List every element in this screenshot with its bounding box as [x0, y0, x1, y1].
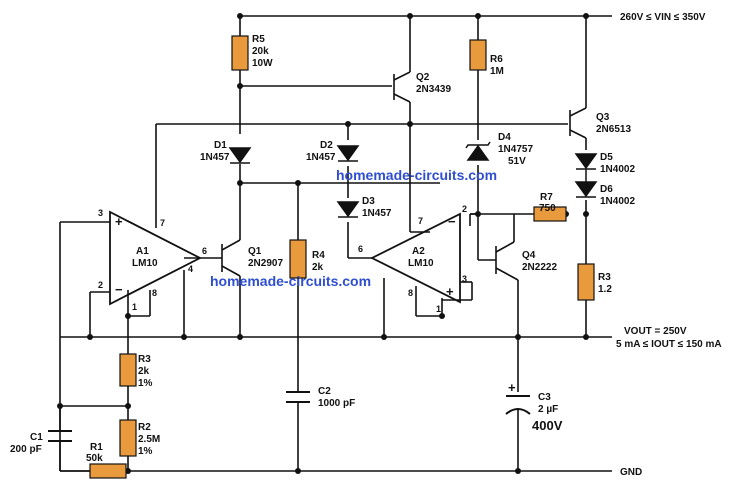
r1-val: 50k — [86, 453, 103, 464]
resistor-r5 — [231, 35, 249, 71]
diode-d5 — [574, 153, 598, 170]
diode-d2 — [336, 145, 360, 162]
resistor-r7 — [533, 206, 567, 222]
q2-part: 2N3439 — [416, 84, 451, 95]
r3-sense-val: 1.2 — [598, 284, 612, 295]
d4-ref: D4 — [498, 132, 511, 143]
cap-c3-plate2 — [505, 408, 531, 415]
d2-ref: D2 — [320, 140, 333, 151]
c3-plus: + — [508, 380, 516, 395]
r6-val: 1M — [490, 66, 504, 77]
d4-part: 1N4757 — [498, 144, 533, 155]
a1-pin7: 7 — [160, 218, 165, 228]
d6-ref: D6 — [600, 184, 613, 195]
diode-d3 — [336, 201, 360, 218]
r2-ref: R2 — [138, 422, 151, 433]
resistor-r2 — [119, 419, 137, 457]
a1-part: LM10 — [132, 258, 158, 269]
q3-ref: Q3 — [596, 112, 610, 123]
a1-pin4: 4 — [188, 264, 193, 274]
r3-ref: R3 — [138, 354, 151, 365]
a2-part: LM10 — [408, 258, 434, 269]
a2-pin1: 1 — [436, 304, 441, 314]
r5-watt: 10W — [252, 58, 273, 69]
capacitors — [48, 391, 531, 442]
iout-label: 5 mA ≤ IOUT ≤ 150 mA — [616, 339, 722, 350]
resistor-r3 — [119, 353, 137, 387]
a1-ref: A1 — [136, 246, 149, 257]
r6-ref: R6 — [490, 54, 503, 65]
c2-ref: C2 — [318, 386, 331, 397]
d1-part: 1N457 — [200, 152, 230, 163]
r4-val: 2k — [312, 262, 324, 273]
a1-plus: + — [115, 214, 123, 229]
r5-ref: R5 — [252, 34, 265, 45]
q1-part: 2N2907 — [248, 258, 283, 269]
resistor-r6 — [469, 39, 487, 71]
a1-pin2: 2 — [98, 280, 103, 290]
d5-part: 1N4002 — [600, 164, 635, 175]
resistors — [89, 35, 595, 479]
resistor-r4 — [289, 239, 307, 279]
watermark-mid: homemade-circuits.com — [210, 273, 371, 289]
r4-ref: R4 — [312, 250, 325, 261]
d2-part: 1N457 — [306, 152, 336, 163]
r2-tol: 1% — [138, 446, 153, 457]
d6-part: 1N4002 — [600, 196, 635, 207]
a1-pin6: 6 — [202, 246, 207, 256]
c1-ref: C1 — [30, 432, 43, 443]
a2-pin7: 7 — [418, 216, 423, 226]
opamp-a1 — [109, 210, 202, 306]
c1-val: 200 pF — [10, 444, 42, 455]
zener-d4 — [466, 144, 490, 161]
r2-val: 2.5M — [138, 434, 160, 445]
diode-d6 — [574, 181, 598, 198]
q1-ref: Q1 — [248, 246, 262, 257]
d3-ref: D3 — [362, 196, 375, 207]
q3-part: 2N6513 — [596, 124, 631, 135]
a1-pin3: 3 — [98, 208, 103, 218]
vin-label: 260V ≤ VIN ≤ 350V — [620, 12, 706, 23]
opamps — [109, 210, 461, 306]
a1-minus: − — [115, 282, 123, 297]
c3-ref: C3 — [538, 392, 551, 403]
a2-ref: A2 — [412, 246, 425, 257]
watermark-top: homemade-circuits.com — [336, 167, 497, 183]
a2-plus: + — [446, 284, 454, 299]
a2-pin8: 8 — [408, 288, 413, 298]
r7-value: 750 — [539, 203, 556, 214]
q2-ref: Q2 — [416, 72, 430, 83]
r7-ref: R7 — [540, 192, 553, 203]
resistor-r1 — [89, 463, 127, 479]
resistor-r3-sense — [577, 263, 595, 301]
q4-part: 2N2222 — [522, 262, 557, 273]
d1-ref: D1 — [214, 140, 227, 151]
diode-d1 — [228, 147, 252, 164]
wires — [59, 15, 612, 472]
r1-ref: R1 — [90, 442, 103, 453]
opamp-a2 — [369, 212, 461, 304]
a1-pin1: 1 — [132, 302, 137, 312]
d5-ref: D5 — [600, 152, 613, 163]
r3-tol: 1% — [138, 378, 153, 389]
a2-minus: − — [448, 214, 456, 229]
q4-ref: Q4 — [522, 250, 536, 261]
a2-pin6: 6 — [358, 244, 363, 254]
r3-val: 2k — [138, 366, 150, 377]
c3-val: 2 µF — [538, 404, 558, 415]
a2-pin3: 3 — [462, 274, 467, 284]
r3-sense-ref: R3 — [598, 272, 611, 283]
c2-val: 1000 pF — [318, 398, 355, 409]
vout-label: VOUT = 250V — [624, 326, 687, 337]
d3-part: 1N457 — [362, 208, 392, 219]
a1-pin8: 8 — [152, 288, 157, 298]
gnd-label: GND — [620, 467, 642, 478]
d4-volt: 51V — [508, 156, 526, 167]
diodes — [228, 141, 598, 218]
a2-pin2: 2 — [462, 204, 467, 214]
c3-voltage: 400V — [532, 418, 563, 433]
r5-val: 20k — [252, 46, 269, 57]
